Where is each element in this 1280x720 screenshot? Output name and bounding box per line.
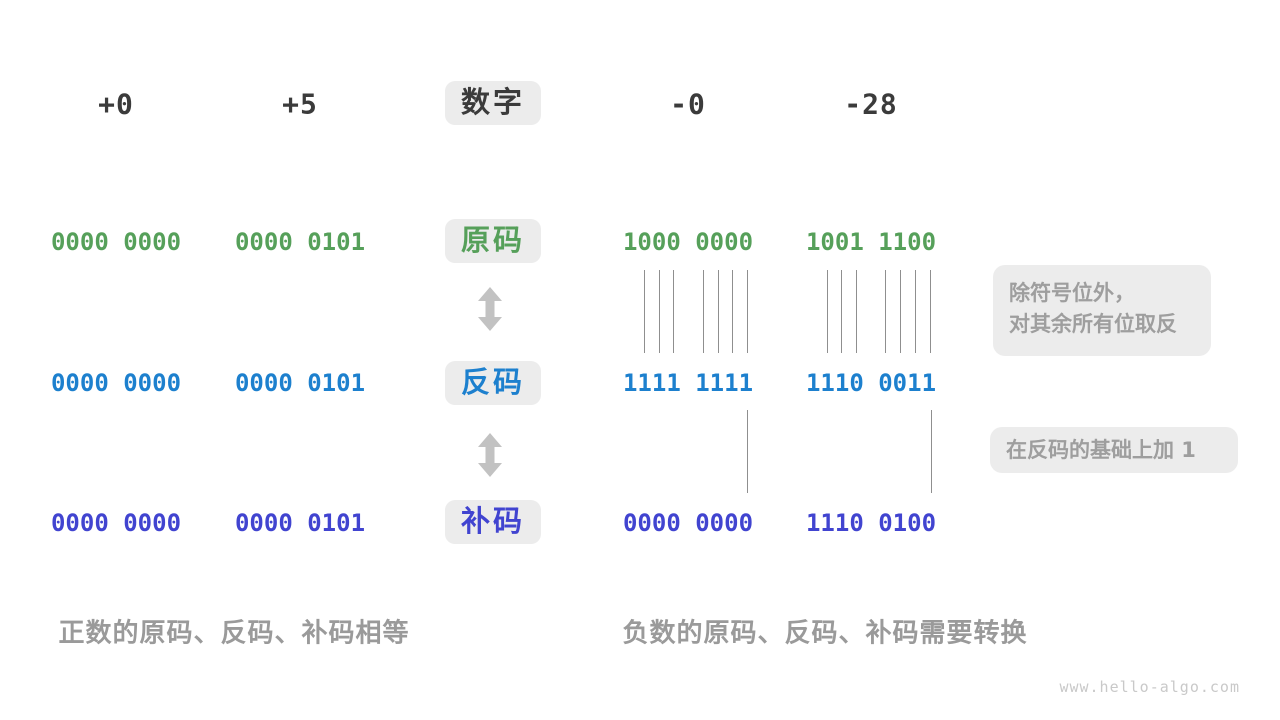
- bit-connector-line: [644, 270, 645, 353]
- number-header-minus0: -0: [670, 87, 706, 121]
- sign-magnitude-value-plus5: 0000 0101: [234, 228, 366, 256]
- number-header-plus5: +5: [282, 87, 318, 121]
- ones-complement-value-minus0: 1111 1111: [622, 369, 754, 397]
- ones-complement-value-minus28: 1110 0011: [805, 369, 937, 397]
- bit-connector-line: [931, 410, 932, 493]
- up-down-arrow-icon: [477, 433, 503, 477]
- sign-magnitude-value-plus0: 0000 0000: [50, 228, 182, 256]
- twos-complement-value-plus0: 0000 0000: [50, 509, 182, 537]
- header-label-box: 数字: [444, 81, 542, 125]
- twos-complement-value-plus5: 0000 0101: [234, 509, 366, 537]
- sign-magnitude-value-minus0: 1000 0000: [622, 228, 754, 256]
- bit-connector-line: [732, 270, 733, 353]
- bit-connector-line: [659, 270, 660, 353]
- sign-magnitude-label-box: 原码: [444, 219, 542, 263]
- bit-connector-line: [915, 270, 916, 353]
- invert-bits-annotation: 除符号位外， 对其余所有位取反: [993, 265, 1211, 356]
- bit-connector-line: [841, 270, 842, 353]
- site-watermark: www.hello-algo.com: [1059, 678, 1240, 696]
- ones-complement-value-plus5: 0000 0101: [234, 369, 366, 397]
- bit-connector-line: [827, 270, 828, 353]
- bit-connector-line: [747, 410, 748, 493]
- number-header-plus0: +0: [98, 87, 134, 121]
- add-one-annotation: 在反码的基础上加 1: [990, 427, 1238, 473]
- bit-connector-line: [900, 270, 901, 353]
- bit-connector-line: [703, 270, 704, 353]
- bit-connector-line: [718, 270, 719, 353]
- twos-complement-value-minus28: 1110 0100: [805, 509, 937, 537]
- bit-connector-line: [747, 270, 748, 353]
- twos-complement-label-box: 补码: [444, 500, 542, 544]
- number-header-minus28: -28: [844, 87, 898, 121]
- invert-bits-annotation-line1: 除符号位外，: [1009, 281, 1135, 305]
- sign-magnitude-value-minus28: 1001 1100: [805, 228, 937, 256]
- bit-connector-line: [930, 270, 931, 353]
- bit-connector-line: [885, 270, 886, 353]
- ones-complement-label-box: 反码: [444, 361, 542, 405]
- positive-numbers-caption: 正数的原码、反码、补码相等: [58, 618, 410, 649]
- up-down-arrow-icon: [477, 287, 503, 331]
- twos-complement-value-minus0: 0000 0000: [622, 509, 754, 537]
- bit-connector-line: [856, 270, 857, 353]
- ones-complement-value-plus0: 0000 0000: [50, 369, 182, 397]
- negative-numbers-caption: 负数的原码、反码、补码需要转换: [622, 618, 1028, 649]
- bit-connector-line: [673, 270, 674, 353]
- invert-bits-annotation-line2: 对其余所有位取反: [1009, 312, 1177, 336]
